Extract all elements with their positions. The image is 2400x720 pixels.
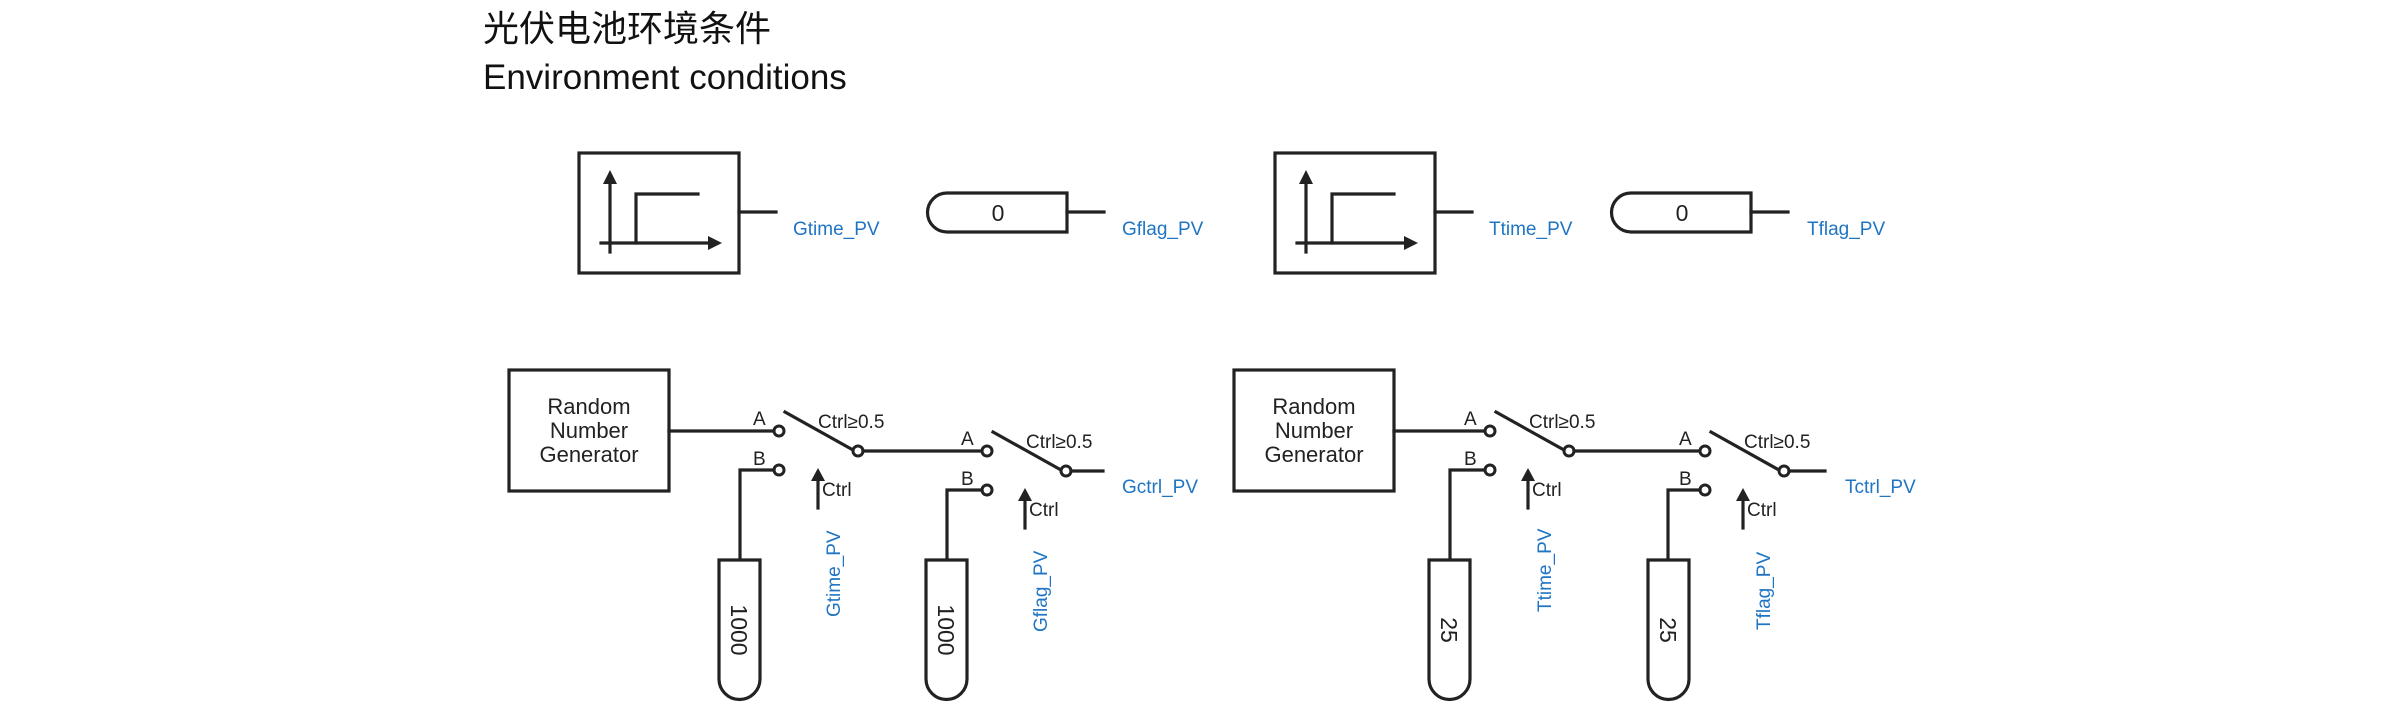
g-step-block[interactable] [577, 151, 778, 275]
g-flag-constant-value: 0 [992, 200, 1005, 226]
switch-condition-label: Ctrl≥0.5 [818, 412, 884, 433]
constant-value: 1000 [933, 604, 959, 655]
t-constant-2[interactable]: 25 [1646, 558, 1691, 702]
constant-value: 1000 [726, 604, 752, 655]
switch-ctrl-label: Ctrl [1532, 480, 1562, 501]
ctrl-signal-gflag: Gflag_PV [1031, 550, 1052, 632]
wire-const2-to-switch2 [945, 488, 984, 562]
t-flag-constant-value: 0 [1676, 200, 1689, 226]
switch-port-b-label: B [1464, 449, 1477, 470]
step-icon [599, 170, 722, 254]
signal-label-ttime: Ttime_PV [1489, 219, 1573, 240]
switch-ctrl-label: Ctrl [822, 480, 852, 501]
output-signal-tctrl: Tctrl_PV [1845, 477, 1916, 498]
wire-const1-to-switch1 [738, 468, 776, 562]
generator-label-line2: Number [550, 418, 628, 443]
ctrl-signal-ttime: Ttime_PV [1535, 528, 1556, 612]
t-constant-1[interactable]: 25 [1427, 558, 1472, 702]
generator-label-line2: Number [1275, 418, 1353, 443]
switch-port-a-label: A [753, 409, 766, 430]
g-flag-constant[interactable]: 0 [925, 191, 1106, 234]
page-title-english: Environment conditions [483, 58, 847, 97]
t-switch-2[interactable]: A B Ctrl≥0.5 Ctrl [1679, 429, 1810, 530]
output-signal-gctrl: Gctrl_PV [1122, 477, 1198, 498]
generator-label-line1: Random [1272, 394, 1355, 419]
ctrl-arrow-icon [1521, 468, 1535, 481]
switch-ctrl-label: Ctrl [1029, 500, 1059, 521]
switch-ctrl-label: Ctrl [1747, 500, 1777, 521]
switch-condition-label: Ctrl≥0.5 [1744, 432, 1810, 453]
t-random-generator[interactable]: Random Number Generator [1232, 368, 1396, 493]
switch-port-b-label: B [961, 469, 974, 490]
g-random-generator[interactable]: Random Number Generator [507, 368, 671, 493]
ctrl-arrow-icon [1736, 488, 1750, 501]
switch-port-a-label: A [1464, 409, 1477, 430]
switch-port-b-label: B [1679, 469, 1692, 490]
t-step-block[interactable] [1273, 151, 1474, 275]
wire-const1-to-switch1 [1448, 468, 1487, 562]
ctrl-signal-gtime: Gtime_PV [824, 530, 845, 617]
g-switch-1[interactable]: A B Ctrl≥0.5 Ctrl [753, 409, 884, 510]
switch-port-b-label: B [753, 449, 766, 470]
switch-condition-label: Ctrl≥0.5 [1026, 432, 1092, 453]
g-constant-1[interactable]: 1000 [717, 558, 762, 702]
wire-const2-to-switch2 [1666, 488, 1702, 562]
step-icon [1295, 170, 1418, 254]
switch-port-a-label: A [1679, 429, 1692, 450]
generator-label-line1: Random [547, 394, 630, 419]
signal-label-gtime: Gtime_PV [793, 219, 880, 240]
t-flag-constant[interactable]: 0 [1609, 191, 1790, 234]
generator-label-line3: Generator [1264, 442, 1363, 467]
ctrl-arrow-icon [1018, 488, 1032, 501]
g-switch-2[interactable]: A B Ctrl≥0.5 Ctrl [961, 429, 1092, 530]
switch-condition-label: Ctrl≥0.5 [1529, 412, 1595, 433]
page-title-chinese: 光伏电池环境条件 [483, 9, 772, 50]
generator-label-line3: Generator [539, 442, 638, 467]
signal-label-tflag: Tflag_PV [1807, 219, 1885, 240]
constant-value: 25 [1436, 617, 1462, 643]
switch-port-a-label: A [961, 429, 974, 450]
signal-label-gflag: Gflag_PV [1122, 219, 1204, 240]
constant-value: 25 [1655, 617, 1681, 643]
t-switch-1[interactable]: A B Ctrl≥0.5 Ctrl [1464, 409, 1595, 510]
g-constant-2[interactable]: 1000 [924, 558, 969, 702]
ctrl-signal-tflag: Tflag_PV [1754, 552, 1775, 630]
ctrl-arrow-icon [811, 468, 825, 481]
